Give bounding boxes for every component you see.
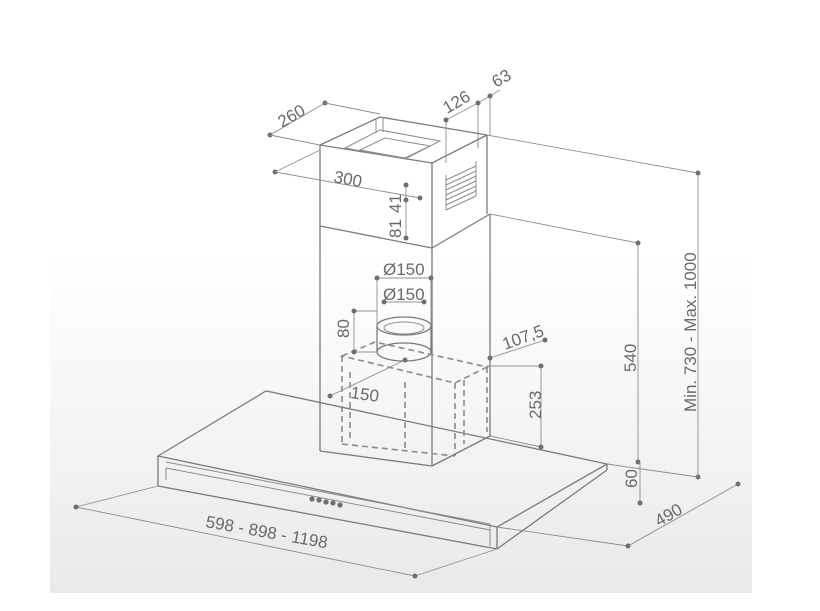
- control-button-5: [337, 502, 343, 508]
- label-total-height-range: Min. 730 - Max. 1000: [681, 252, 700, 412]
- label-hood-width-options: 598 - 898 - 1198: [204, 512, 329, 552]
- label-motor-offset: 107,5: [500, 321, 546, 353]
- label-duct-height: 80: [334, 319, 353, 338]
- label-top-width: 300: [332, 167, 363, 191]
- dimension-lines: [73, 89, 741, 579]
- label-bracket-height-a: 41: [386, 194, 405, 213]
- control-button-4: [330, 500, 336, 506]
- chimney-upper: [319, 116, 488, 248]
- label-top-offset-a: 126: [440, 87, 474, 118]
- label-duct-diameter-outer: Ø150: [383, 260, 425, 279]
- label-bracket-height-b: 81: [386, 219, 405, 238]
- label-chimney-height: 540: [621, 344, 640, 372]
- label-hood-thickness: 60: [622, 469, 641, 488]
- label-motor-height: 253: [526, 391, 545, 419]
- control-button-3: [323, 499, 329, 505]
- chimney-lower: [319, 213, 491, 467]
- label-top-offset-b: 63: [489, 66, 515, 92]
- dimension-labels: 260 300 126 63 41 81 Ø150 Ø150 80 107,5 …: [204, 66, 700, 553]
- motor-housing: [339, 341, 490, 457]
- label-hood-depth: 490: [652, 500, 686, 531]
- control-buttons: [309, 496, 343, 508]
- label-top-depth: 260: [275, 101, 309, 132]
- duct-collar: [376, 316, 432, 362]
- control-button-1: [309, 496, 315, 502]
- label-duct-diameter-inner: Ø150: [383, 285, 425, 304]
- control-button-2: [316, 497, 322, 503]
- background-band: [50, 250, 752, 593]
- hood-canopy: [156, 390, 609, 550]
- label-motor-width: 150: [349, 383, 380, 406]
